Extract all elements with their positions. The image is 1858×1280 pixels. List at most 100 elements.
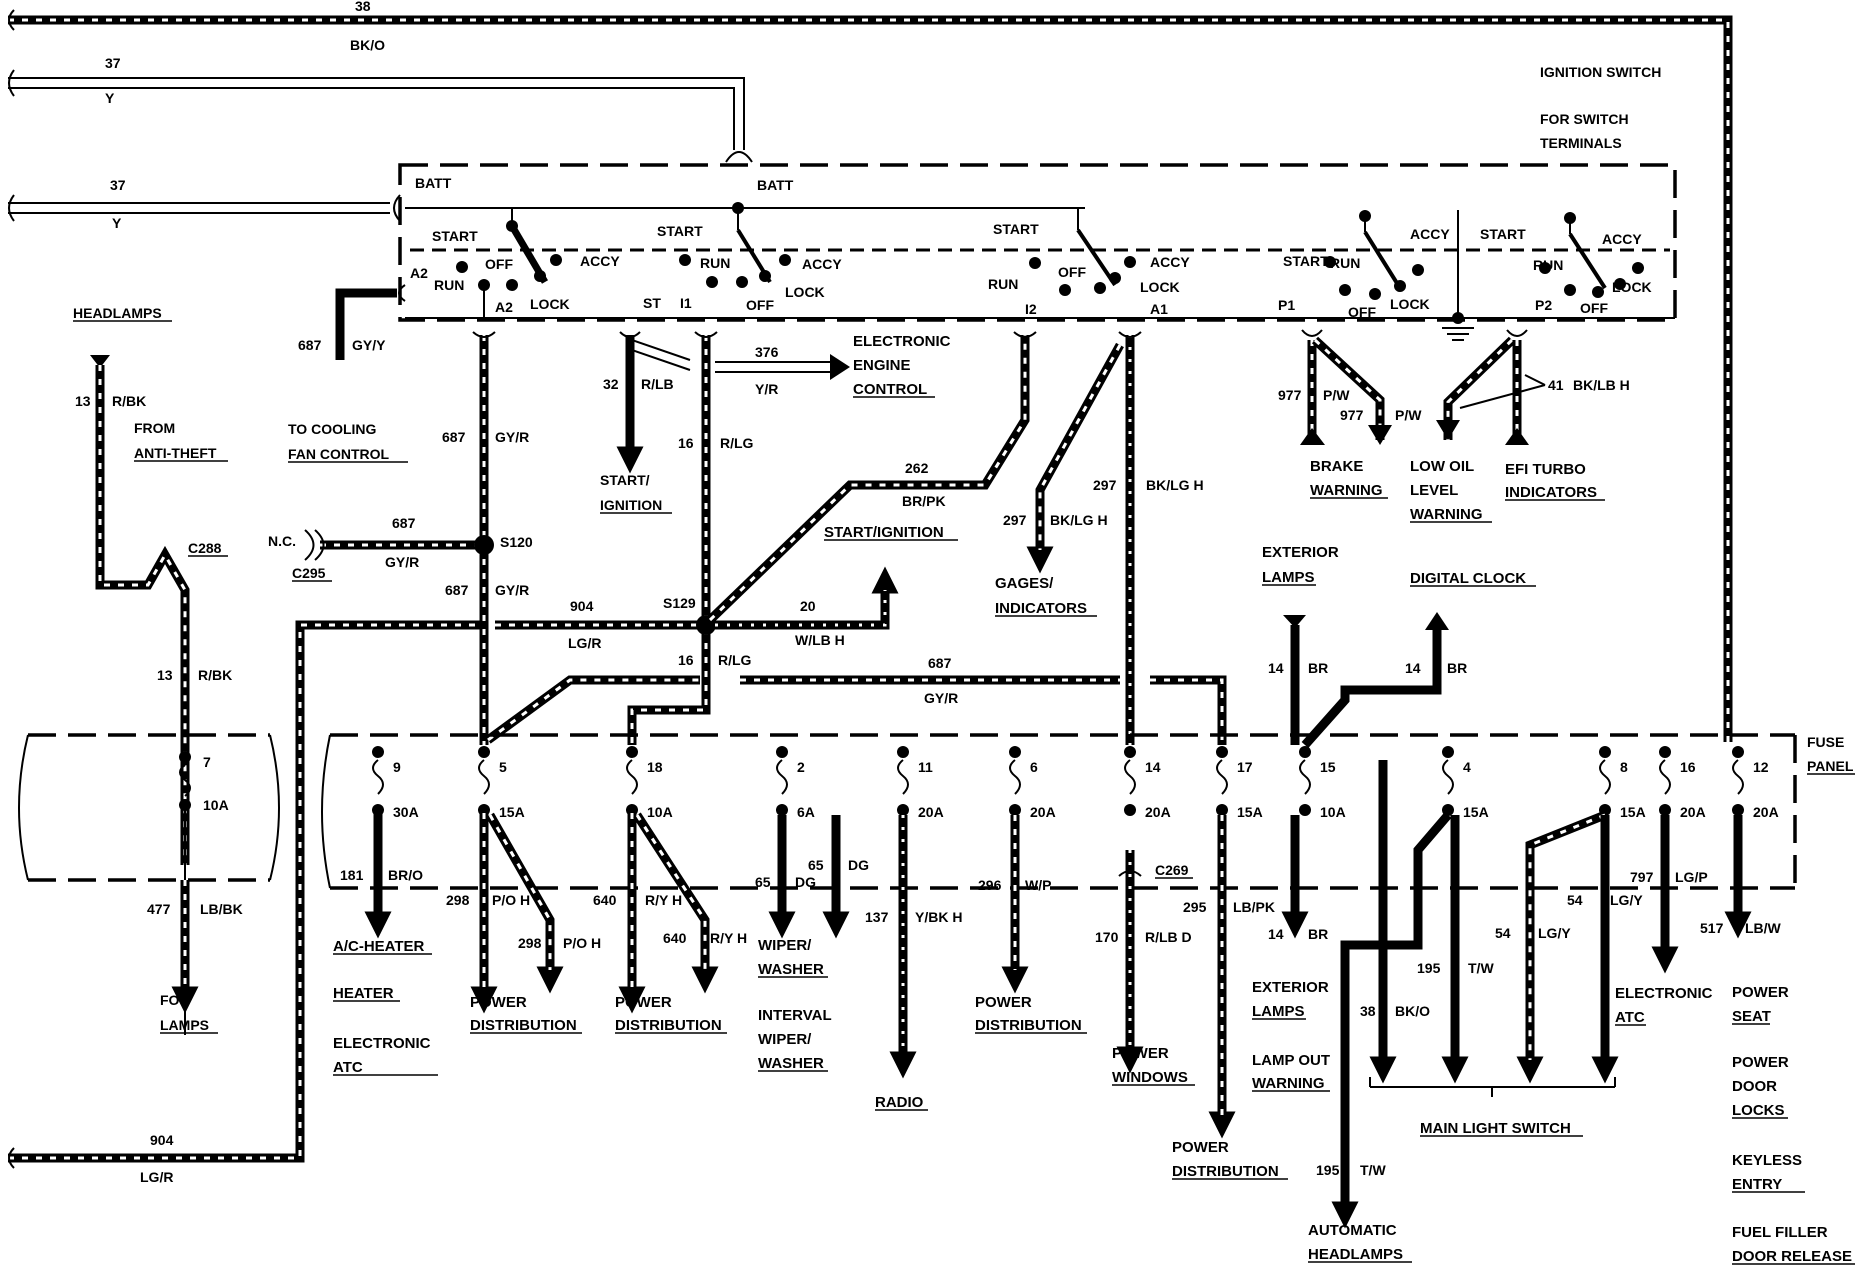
- w295-color: LB/PK: [1233, 899, 1275, 915]
- w181-color: BR/O: [388, 867, 423, 883]
- fuse-number: 17: [1237, 759, 1253, 775]
- w904-color-center: LG/R: [568, 635, 601, 651]
- wiper-label-1: WIPER/: [758, 937, 812, 954]
- fuse-amperage: 15A: [1620, 804, 1646, 820]
- w16-color-1: R/LG: [720, 435, 754, 451]
- w65-num-1: 65: [755, 874, 771, 890]
- fuses-group: 930A515A1810A26A1120A620A1420A1715A1510A…: [372, 746, 1779, 820]
- electronic-atc-label-2: ATC: [333, 1059, 363, 1076]
- fuse-amperage: 20A: [1680, 804, 1706, 820]
- w904-color-bottom: LG/R: [140, 1169, 173, 1185]
- label-off-1: OFF: [485, 256, 513, 272]
- ext-lamps-out-label-1: EXTERIOR: [1252, 979, 1329, 996]
- label-run-2: RUN: [700, 255, 730, 271]
- w297-color-1: BK/LG H: [1146, 477, 1204, 493]
- terminal-p2: P2: [1535, 297, 1552, 313]
- label-start-5: START: [1480, 226, 1526, 242]
- c295-label: C295: [292, 565, 326, 581]
- c269-label: C269: [1155, 862, 1189, 878]
- wire-376-y-r: [715, 354, 850, 380]
- wiper-label-2: WASHER: [758, 961, 824, 978]
- w296-num: 296: [978, 877, 1002, 893]
- lamp-out-label-2: WARNING: [1252, 1075, 1325, 1092]
- fuse-amperage: 15A: [1237, 804, 1263, 820]
- auto-headlamps-label-2: HEADLAMPS: [1308, 1246, 1403, 1263]
- switch-contacts-p2: [1442, 210, 1644, 341]
- label-lock-5: LOCK: [1612, 279, 1652, 295]
- switch-contacts-a2: [456, 208, 562, 318]
- eec-label-3: CONTROL: [853, 381, 927, 398]
- power-dist-1-label-2: DISTRIBUTION: [470, 1017, 577, 1034]
- terminal-a2: A2: [495, 299, 513, 315]
- w295-num: 295: [1183, 899, 1207, 915]
- ext-lamps-top-1: EXTERIOR: [1262, 544, 1339, 561]
- fuse-7-amp: 10A: [203, 797, 229, 813]
- w687-gyr-num-2: 687: [445, 582, 469, 598]
- wire-37-color-top: Y: [105, 90, 115, 106]
- fuse-amperage: 10A: [1320, 804, 1346, 820]
- w298-num-2: 298: [518, 935, 542, 951]
- gages-label-2: INDICATORS: [995, 600, 1087, 617]
- label-accy-3: ACCY: [1150, 254, 1190, 270]
- label-run-4: RUN: [1330, 255, 1360, 271]
- ext-lamps-out-label-2: LAMPS: [1252, 1003, 1305, 1020]
- interval-label-3: WASHER: [758, 1055, 824, 1072]
- fuse-number: 16: [1680, 759, 1696, 775]
- w977-color-2: P/W: [1395, 407, 1422, 423]
- main-light-switch-label: MAIN LIGHT SWITCH: [1420, 1120, 1571, 1137]
- w298-color-1: P/O H: [492, 892, 530, 908]
- fuse-7-num: 7: [203, 754, 211, 770]
- wire-20-w-lb: [715, 566, 899, 630]
- fuse-panel-label-1: FUSE: [1807, 734, 1844, 750]
- label-accy-4: ACCY: [1410, 226, 1450, 242]
- w904-num-bottom: 904: [150, 1132, 174, 1148]
- wire-41-bk-lb: [1436, 329, 1546, 445]
- gages-label-1: GAGES/: [995, 575, 1054, 592]
- fuse-panel-label-2: PANEL: [1807, 758, 1854, 774]
- power-dist-2-label-2: DISTRIBUTION: [615, 1017, 722, 1034]
- w195-num-2: 195: [1316, 1162, 1340, 1178]
- w687-horiz-num: 687: [928, 655, 952, 671]
- w517-num: 517: [1700, 920, 1724, 936]
- wire-32-r-lb: [616, 331, 691, 474]
- w16-num-1: 16: [678, 435, 694, 451]
- ignition-switch-box: [398, 163, 1677, 322]
- label-off-2: OFF: [746, 297, 774, 313]
- terminal-i2: I2: [1025, 301, 1037, 317]
- w296-color: W/P: [1025, 877, 1051, 893]
- lamp-out-label-1: LAMP OUT: [1252, 1052, 1330, 1069]
- ac-heater-label: A/C-HEATER: [333, 938, 425, 955]
- label-accy-1: ACCY: [580, 253, 620, 269]
- keyless-entry-label-1: KEYLESS: [1732, 1152, 1802, 1169]
- w32-num: 32: [603, 376, 619, 392]
- power-dist-3-label-2: DISTRIBUTION: [975, 1017, 1082, 1034]
- eec-label-1: ELECTRONIC: [853, 333, 951, 350]
- w640-color-2: R/Y H: [710, 930, 747, 946]
- w297-color-2: BK/LG H: [1050, 512, 1108, 528]
- efi-label-1: EFI TURBO: [1505, 461, 1586, 478]
- brake-label-1: BRAKE: [1310, 458, 1363, 475]
- w14-color-out: BR: [1308, 926, 1328, 942]
- w13-color-top: R/BK: [112, 393, 146, 409]
- to-cooling-label: TO COOLING: [288, 421, 377, 437]
- fuse-17: 17 15A: [1216, 746, 1263, 820]
- wire-687-to-nc: [304, 529, 494, 561]
- w298-num-1: 298: [446, 892, 470, 908]
- fuse-amperage: 10A: [647, 804, 673, 820]
- w20-num: 20: [800, 598, 816, 614]
- label-lock-3: LOCK: [1140, 279, 1180, 295]
- fuse-number: 15: [1320, 759, 1336, 775]
- from-label: FROM: [134, 420, 175, 436]
- fuse-amperage: 20A: [1753, 804, 1779, 820]
- c288-label: C288: [188, 540, 222, 556]
- main-fuse-panel: [330, 733, 1797, 890]
- w65-color-2: DG: [848, 857, 869, 873]
- power-dist-4-label-2: DISTRIBUTION: [1172, 1163, 1279, 1180]
